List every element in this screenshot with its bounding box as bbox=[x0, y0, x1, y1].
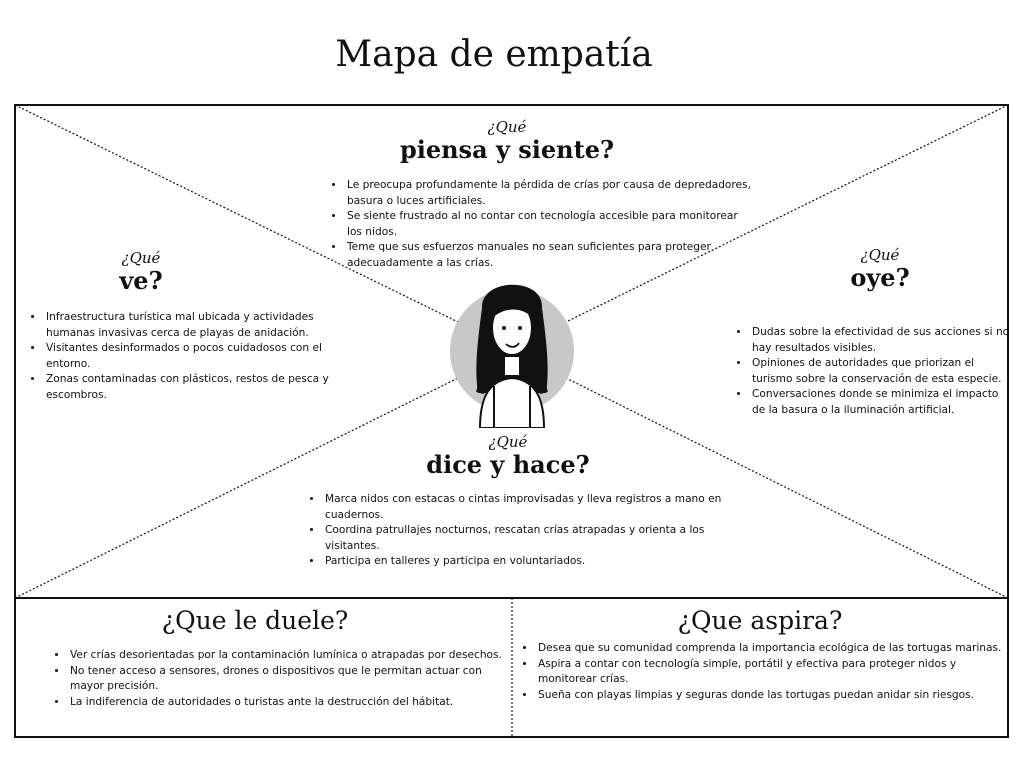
aspira-list: Desea que su comunidad comprenda la impo… bbox=[522, 641, 1006, 703]
diagonal-bottom-left bbox=[14, 377, 459, 599]
list-item: Infraestructura turística mal ubicada y … bbox=[44, 310, 354, 341]
oye-list: Dudas sobre la efectividad de sus accion… bbox=[736, 325, 1012, 419]
oye-heading: ¿Qué oye? bbox=[835, 246, 925, 292]
person-avatar-icon bbox=[450, 284, 574, 428]
list-item: La indiferencia de autoridades o turista… bbox=[68, 695, 502, 711]
list-item: Conversaciones donde se minimiza el impa… bbox=[750, 387, 1012, 418]
list-item: Teme que sus esfuerzos manuales no sean … bbox=[345, 240, 755, 271]
page-title: Mapa de empatía bbox=[335, 34, 653, 75]
list-item: Aspira a contar con tecnología simple, p… bbox=[536, 657, 1006, 688]
dice-list: Marca nidos con estacas o cintas improvi… bbox=[309, 492, 739, 570]
outer-border bbox=[14, 104, 1009, 738]
list-item: Coordina patrullajes nocturnos, rescatan… bbox=[323, 523, 739, 554]
piensa-pre: ¿Qué bbox=[487, 118, 527, 136]
list-item: Visitantes desinformados o pocos cuidado… bbox=[44, 341, 354, 372]
oye-label: oye? bbox=[850, 263, 910, 292]
list-item: Se siente frustrado al no contar con tec… bbox=[345, 209, 755, 240]
ve-label: ve? bbox=[119, 266, 163, 295]
list-item: No tener acceso a sensores, drones o dis… bbox=[68, 664, 502, 695]
list-item: Sueña con playas limpias y seguras donde… bbox=[536, 688, 1006, 704]
list-item: Ver crías desorientadas por la contamina… bbox=[68, 648, 502, 664]
dice-label: dice y hace? bbox=[426, 450, 590, 479]
list-item: Zonas contaminadas con plásticos, restos… bbox=[44, 372, 354, 403]
list-item: Dudas sobre la efectividad de sus accion… bbox=[750, 325, 1012, 356]
list-item: Marca nidos con estacas o cintas improvi… bbox=[323, 492, 739, 523]
ve-list: Infraestructura turística mal ubicada y … bbox=[30, 310, 354, 404]
duele-heading: ¿Que le duele? bbox=[161, 606, 349, 635]
list-item: Le preocupa profundamente la pérdida de … bbox=[345, 178, 755, 209]
duele-list: Ver crías desorientadas por la contamina… bbox=[54, 648, 502, 710]
piensa-label: piensa y siente? bbox=[399, 135, 615, 164]
dice-pre: ¿Qué bbox=[488, 433, 528, 451]
ve-heading: ¿Qué ve? bbox=[96, 249, 186, 295]
ve-pre: ¿Qué bbox=[121, 249, 161, 267]
list-item: Participa en talleres y participa en vol… bbox=[323, 554, 739, 570]
oye-pre: ¿Qué bbox=[860, 246, 900, 264]
aspira-heading: ¿Que aspira? bbox=[677, 606, 843, 635]
list-item: Desea que su comunidad comprenda la impo… bbox=[536, 641, 1006, 657]
dice-heading: ¿Qué dice y hace? bbox=[408, 433, 608, 479]
list-item: Opiniones de autoridades que priorizan e… bbox=[750, 356, 1012, 387]
piensa-list: Le preocupa profundamente la pérdida de … bbox=[331, 178, 755, 272]
piensa-heading: ¿Qué piensa y siente? bbox=[382, 118, 632, 164]
